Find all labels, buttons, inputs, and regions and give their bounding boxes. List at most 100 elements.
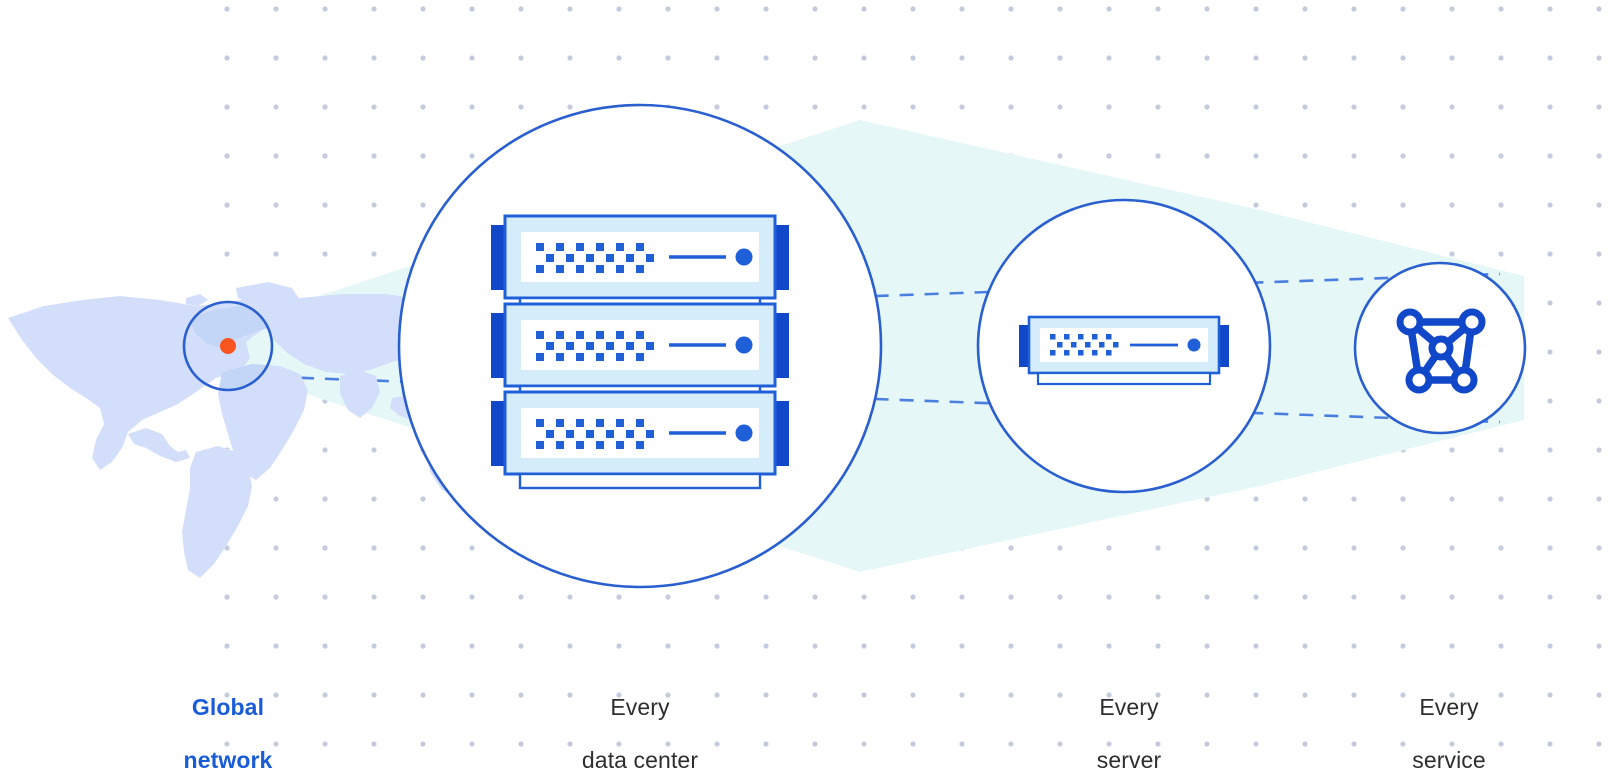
grid-dot bbox=[371, 692, 377, 698]
grid-dot bbox=[322, 55, 328, 61]
grid-dot bbox=[1547, 496, 1553, 502]
grid-dot bbox=[665, 55, 671, 61]
grid-dot bbox=[1351, 594, 1357, 600]
grid-dot bbox=[1449, 153, 1455, 159]
grid-dot bbox=[714, 104, 720, 110]
grid-dot bbox=[273, 251, 279, 257]
grid-dot bbox=[812, 594, 818, 600]
grid-dot bbox=[1253, 55, 1259, 61]
grid-dot bbox=[861, 55, 867, 61]
network-node bbox=[1405, 366, 1433, 394]
grid-dot bbox=[1302, 202, 1308, 208]
grid-dot bbox=[1204, 496, 1210, 502]
grid-dot bbox=[1547, 692, 1553, 698]
grid-dot bbox=[1253, 643, 1259, 649]
grid-dot bbox=[763, 643, 769, 649]
server-unit[interactable] bbox=[491, 302, 789, 402]
grid-dot bbox=[1008, 6, 1014, 12]
grid-dot bbox=[273, 741, 279, 747]
grid-dot bbox=[1253, 545, 1259, 551]
grid-dot bbox=[1498, 447, 1504, 453]
grid-dot bbox=[1547, 398, 1553, 404]
grid-dot bbox=[1351, 202, 1357, 208]
grid-dot bbox=[1204, 692, 1210, 698]
service-network-icon[interactable] bbox=[1396, 308, 1486, 394]
server-unit[interactable] bbox=[491, 390, 789, 490]
grid-dot bbox=[322, 594, 328, 600]
stage-label-line1: Every bbox=[1419, 694, 1479, 721]
grid-dot bbox=[1547, 153, 1553, 159]
grid-dot bbox=[861, 741, 867, 747]
grid-dot bbox=[1204, 6, 1210, 12]
server-unit[interactable] bbox=[491, 214, 789, 314]
grid-dot bbox=[420, 202, 426, 208]
grid-dot bbox=[1302, 104, 1308, 110]
grid-dot bbox=[469, 594, 475, 600]
grid-dot bbox=[1351, 545, 1357, 551]
grid-dot bbox=[224, 55, 230, 61]
grid-dot bbox=[1351, 643, 1357, 649]
grid-dot bbox=[518, 104, 524, 110]
grid-dot bbox=[322, 692, 328, 698]
grid-dot bbox=[1008, 741, 1014, 747]
grid-dot bbox=[861, 104, 867, 110]
stage-label-line2: network bbox=[183, 747, 273, 774]
grid-dot bbox=[616, 692, 622, 698]
grid-dot bbox=[469, 6, 475, 12]
grid-dot bbox=[1400, 153, 1406, 159]
grid-dot bbox=[1400, 545, 1406, 551]
grid-dot bbox=[1351, 6, 1357, 12]
server-unit[interactable] bbox=[1019, 315, 1229, 386]
grid-dot bbox=[1057, 692, 1063, 698]
grid-dot bbox=[1596, 594, 1602, 600]
stage-circle-global-network[interactable] bbox=[182, 300, 274, 392]
grid-dot bbox=[224, 741, 230, 747]
grid-dot bbox=[1008, 643, 1014, 649]
network-node-center bbox=[1428, 335, 1454, 361]
grid-dot bbox=[763, 594, 769, 600]
grid-dot bbox=[1400, 104, 1406, 110]
grid-dot bbox=[1449, 692, 1455, 698]
grid-dot bbox=[1596, 153, 1602, 159]
grid-dot bbox=[273, 104, 279, 110]
grid-dot bbox=[371, 202, 377, 208]
grid-dot bbox=[1302, 643, 1308, 649]
grid-dot bbox=[469, 104, 475, 110]
grid-dot bbox=[1596, 55, 1602, 61]
grid-dot bbox=[1106, 545, 1112, 551]
grid-dot bbox=[1498, 496, 1504, 502]
grid-dot bbox=[224, 643, 230, 649]
grid-dot bbox=[714, 55, 720, 61]
grid-dot bbox=[224, 104, 230, 110]
grid-dot bbox=[1253, 496, 1259, 502]
grid-dot bbox=[1155, 55, 1161, 61]
grid-dot bbox=[1449, 594, 1455, 600]
grid-dot bbox=[371, 104, 377, 110]
grid-dot bbox=[1351, 741, 1357, 747]
grid-dot bbox=[567, 594, 573, 600]
grid-dot bbox=[567, 692, 573, 698]
grid-dot bbox=[371, 6, 377, 12]
grid-dot bbox=[665, 643, 671, 649]
grid-dot bbox=[1302, 741, 1308, 747]
grid-dot bbox=[322, 741, 328, 747]
grid-dot bbox=[1547, 643, 1553, 649]
grid-dot bbox=[469, 741, 475, 747]
grid-dot bbox=[1400, 6, 1406, 12]
grid-dot bbox=[1253, 741, 1259, 747]
grid-dot bbox=[1596, 6, 1602, 12]
grid-dot bbox=[273, 55, 279, 61]
server-status-light bbox=[1187, 338, 1201, 352]
grid-dot bbox=[518, 741, 524, 747]
grid-dot bbox=[1302, 153, 1308, 159]
grid-dot bbox=[665, 741, 671, 747]
grid-dot bbox=[1106, 55, 1112, 61]
grid-dot bbox=[518, 643, 524, 649]
grid-dot bbox=[1106, 594, 1112, 600]
grid-dot bbox=[224, 153, 230, 159]
grid-dot bbox=[322, 447, 328, 453]
grid-dot bbox=[714, 741, 720, 747]
grid-dot bbox=[1400, 692, 1406, 698]
grid-dot bbox=[420, 496, 426, 502]
grid-dot bbox=[469, 55, 475, 61]
